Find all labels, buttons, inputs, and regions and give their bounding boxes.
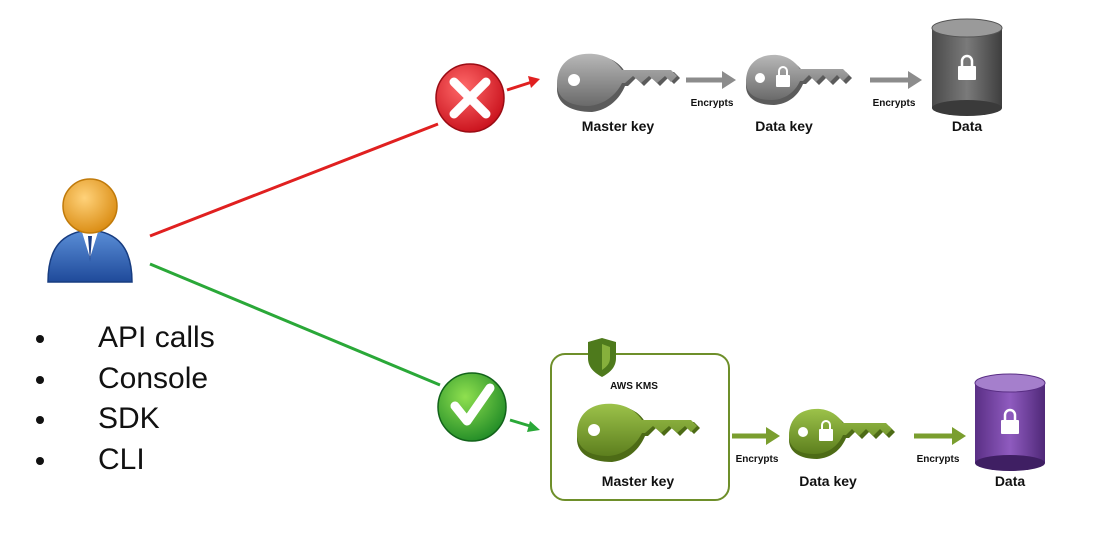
allowed-check-icon — [437, 372, 507, 442]
denied-encrypts-arrow-2 — [870, 71, 922, 89]
access-method-sdk: SDK — [98, 402, 160, 435]
allowed-data-key-label: Data key — [799, 473, 857, 489]
bullet-dot — [36, 416, 44, 424]
denied-connector-line — [149, 122, 439, 238]
denied-master-key-label: Master key — [582, 118, 655, 134]
access-method-cli: CLI — [98, 442, 145, 476]
aws-kms-label: AWS KMS — [610, 381, 658, 392]
allowed-master-key-label: Master key — [602, 473, 675, 489]
denied-data-key-label: Data key — [755, 118, 813, 134]
allowed-data-label: Data — [995, 473, 1026, 489]
allowed-data-key-icon — [789, 408, 895, 459]
bullet-dot — [36, 335, 44, 343]
denied-x-icon — [435, 63, 505, 133]
bullet-dot — [36, 456, 44, 465]
denied-data-store-icon — [931, 18, 1003, 116]
allowed-encrypts-arrow-1 — [732, 427, 780, 445]
denied-data-label: Data — [952, 118, 983, 134]
denied-encrypts-label-2: Encrypts — [873, 98, 916, 109]
access-method-console: Console — [98, 361, 209, 395]
denied-master-key-icon — [557, 53, 680, 112]
allowed-connector-line — [149, 262, 441, 387]
bullet-dot — [36, 375, 44, 384]
denied-data-key-icon — [746, 54, 852, 105]
allowed-data-store-icon — [974, 373, 1046, 471]
denied-encrypts-label-1: Encrypts — [691, 98, 734, 109]
allowed-arrow — [509, 418, 540, 432]
allowed-encrypts-label-2: Encrypts — [917, 454, 960, 465]
allowed-encrypts-arrow-2 — [914, 427, 966, 445]
denied-arrow — [506, 76, 540, 92]
access-method-api-calls: API calls — [98, 321, 215, 354]
aws-kms-shield-icon — [588, 338, 616, 377]
allowed-master-key-icon — [577, 403, 700, 462]
allowed-encrypts-label-1: Encrypts — [736, 454, 779, 465]
user-icon — [47, 178, 133, 283]
denied-encrypts-arrow-1 — [686, 71, 736, 89]
